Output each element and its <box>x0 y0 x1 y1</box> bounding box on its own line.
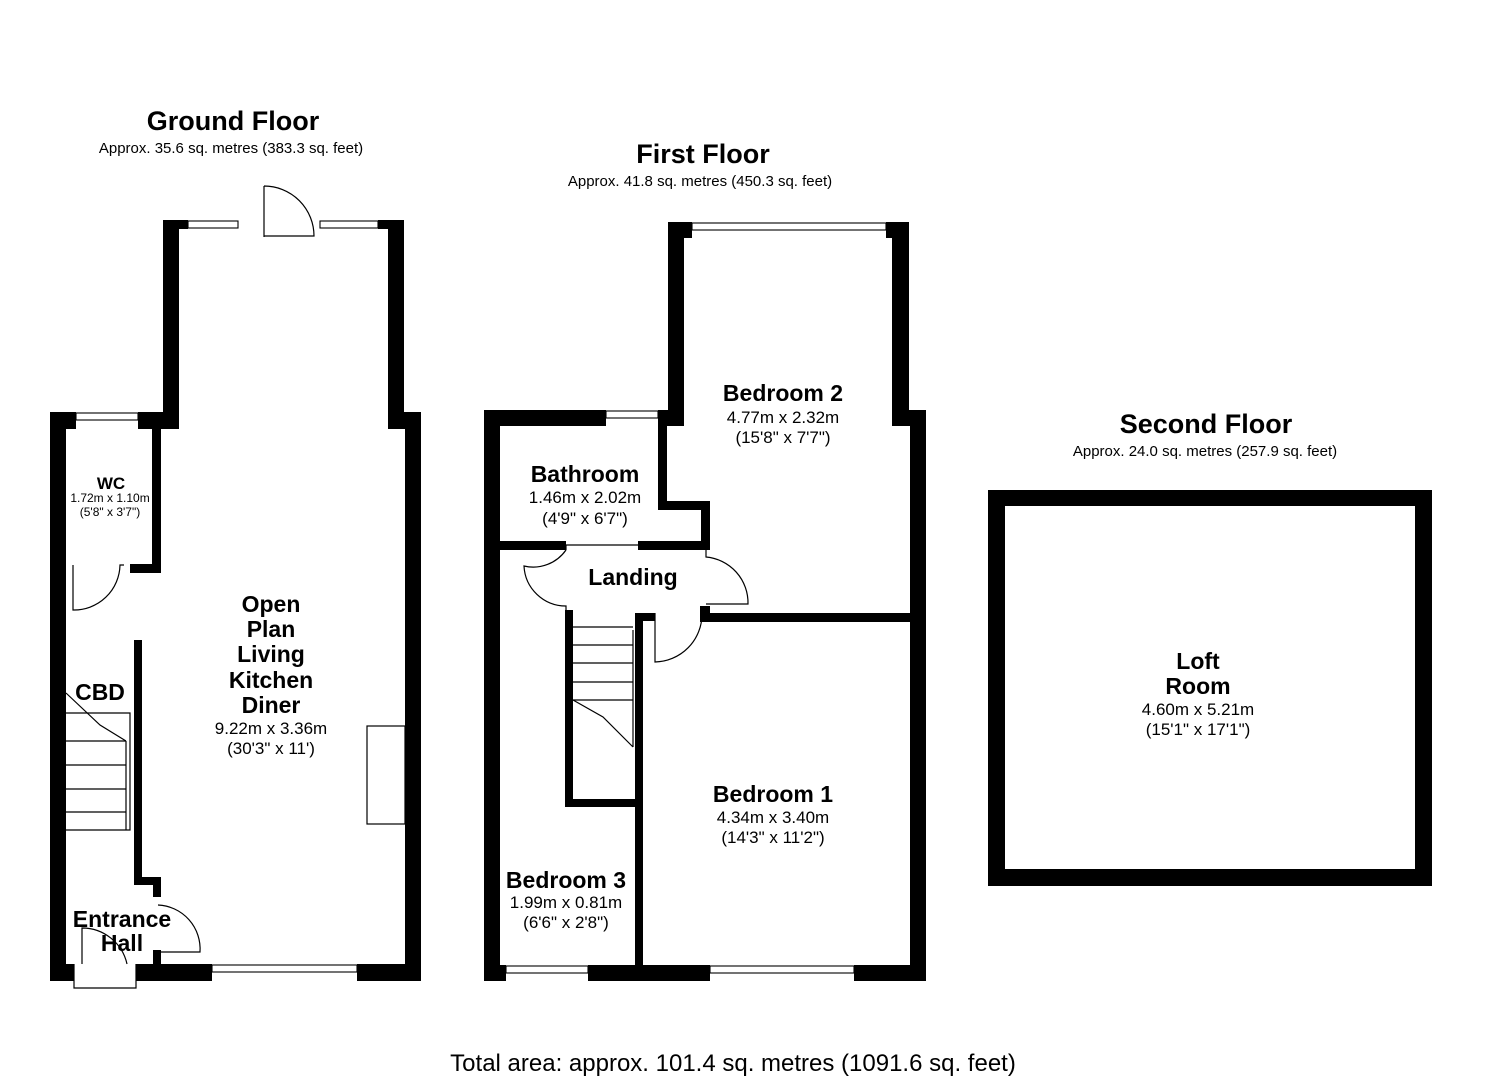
first-floor-title: First Floor <box>636 139 770 169</box>
ground-floor-area: Approx. 35.6 sq. metres (383.3 sq. feet) <box>99 140 363 157</box>
loft-dim-m: 4.60m x 5.21m <box>1142 700 1254 719</box>
first-floor-plan: First Floor Approx. 41.8 sq. metres (450… <box>484 139 926 981</box>
bedroom-1-door-swing <box>654 613 703 663</box>
wc-dim-m: 1.72m x 1.10m <box>70 491 149 505</box>
ground-floor-plan: Ground Floor Approx. 35.6 sq. metres (38… <box>50 106 421 989</box>
open-plan-name-line-5: Diner <box>242 692 301 718</box>
first-floor-walls <box>484 222 926 981</box>
open-plan-name-line-1: Open <box>242 591 301 617</box>
room-bedroom-2: Bedroom 2 4.77m x 2.32m (15'8" x 7'7") <box>723 380 843 447</box>
open-plan-dim-ft: (30'3" x 11') <box>227 739 315 758</box>
wc-dim-ft: (5'8" x 3'7") <box>80 505 140 519</box>
first-stairs <box>572 626 634 748</box>
front-door-swing <box>73 927 137 989</box>
bedroom-1-dim-m: 4.34m x 3.40m <box>717 808 829 827</box>
bathroom-door-swing <box>523 544 638 612</box>
bedroom-3-name: Bedroom 3 <box>506 867 626 893</box>
room-bathroom: Bathroom 1.46m x 2.02m (4'9" x 6'7") <box>529 461 641 528</box>
bathroom-name: Bathroom <box>531 461 640 487</box>
bathroom-dim-ft: (4'9" x 6'7") <box>542 509 628 528</box>
bedroom-3-dim-ft: (6'6" x 2'8") <box>523 913 609 932</box>
ground-window-rear-right <box>319 220 379 229</box>
ground-window-wc <box>75 412 139 421</box>
room-open-plan: Open Plan Living Kitchen Diner 9.22m x 3… <box>215 591 327 758</box>
ground-stairs <box>65 692 131 831</box>
room-loft: Loft Room 4.60m x 5.21m (15'1" x 17'1") <box>1142 648 1254 739</box>
total-area: Total area: approx. 101.4 sq. metres (10… <box>450 1050 1016 1077</box>
second-floor-area: Approx. 24.0 sq. metres (257.9 sq. feet) <box>1073 443 1337 460</box>
entrance-hall-name-line-2: Hall <box>101 930 143 956</box>
bedroom-2-dim-m: 4.77m x 2.32m <box>727 408 839 427</box>
ground-window-front <box>211 964 358 973</box>
bedroom-3-dim-m: 1.99m x 0.81m <box>510 893 622 912</box>
ground-floor-walls <box>50 220 421 981</box>
open-plan-dim-m: 9.22m x 3.36m <box>215 719 327 738</box>
room-wc: WC 1.72m x 1.10m (5'8" x 3'7") <box>70 474 149 519</box>
first-window-bedroom-1 <box>709 965 855 974</box>
bedroom-2-name: Bedroom 2 <box>723 380 843 406</box>
loft-name-line-2: Room <box>1165 673 1230 699</box>
first-window-bedroom-3 <box>505 965 589 974</box>
bedroom-1-name: Bedroom 1 <box>713 781 833 807</box>
bedroom-2-dim-ft: (15'8" x 7'7") <box>735 428 830 447</box>
loft-name-line-1: Loft <box>1176 648 1220 674</box>
second-floor-plan: Second Floor Approx. 24.0 sq. metres (25… <box>988 409 1432 886</box>
first-window-bathroom <box>605 410 659 419</box>
wc-name: WC <box>97 474 125 493</box>
room-entrance-hall: Entrance Hall <box>73 906 171 956</box>
bathroom-dim-m: 1.46m x 2.02m <box>529 488 641 507</box>
second-floor-title: Second Floor <box>1120 409 1293 439</box>
first-window-bedroom-2 <box>691 222 887 231</box>
ground-floor-title: Ground Floor <box>147 106 320 136</box>
room-bedroom-3: Bedroom 3 1.99m x 0.81m (6'6" x 2'8") <box>506 867 626 932</box>
kitchen-worktop <box>366 725 406 825</box>
rear-door-swing <box>263 185 315 237</box>
entrance-hall-name-line-1: Entrance <box>73 906 171 932</box>
hall-door-swing <box>157 904 201 953</box>
first-floor-area: Approx. 41.8 sq. metres (450.3 sq. feet) <box>568 173 832 190</box>
cbd-name: CBD <box>75 679 125 705</box>
bedroom-1-dim-ft: (14'3" x 11'2") <box>721 828 824 847</box>
bedroom-2-door-swing <box>705 550 749 605</box>
ground-window-rear-left <box>187 220 239 229</box>
room-bedroom-1: Bedroom 1 4.34m x 3.40m (14'3" x 11'2") <box>713 781 833 847</box>
loft-dim-ft: (15'1" x 17'1") <box>1146 720 1251 739</box>
open-plan-name-line-3: Living <box>237 641 305 667</box>
second-floor-walls <box>988 490 1432 886</box>
wc-door-swing <box>72 564 124 611</box>
open-plan-name-line-4: Kitchen <box>229 667 313 693</box>
landing-name: Landing <box>588 564 677 590</box>
open-plan-name-line-2: Plan <box>247 616 296 642</box>
